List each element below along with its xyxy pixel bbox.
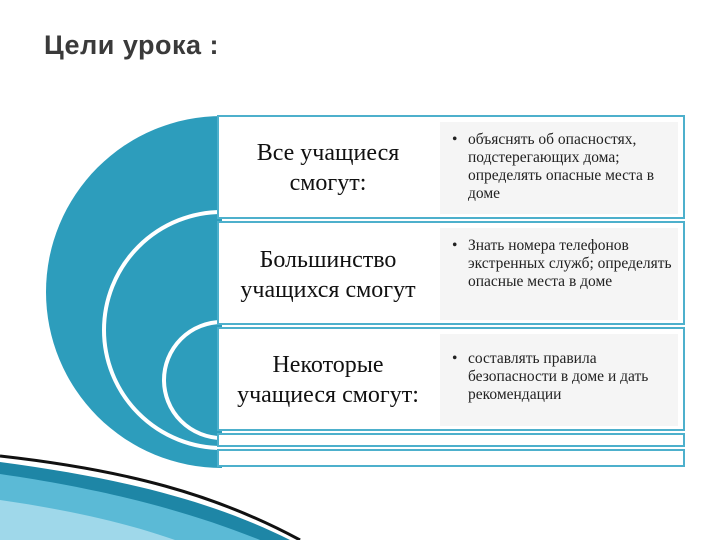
- bullet-item-1: объяснять об опасностях, подстерегающих …: [448, 131, 684, 203]
- row-label-1: Все учащиеся смогут:: [256, 140, 400, 196]
- inner-arc: [162, 320, 222, 440]
- bullet-list-3: составлять правила безопасности в доме и…: [448, 350, 684, 404]
- row-label-2: Большинство учащихся смогут: [240, 247, 416, 303]
- row-box-4: [217, 433, 685, 447]
- row-box-5: [217, 449, 685, 467]
- bullet-list-2: Знать номера телефонов экстренных служб;…: [448, 237, 684, 291]
- slide-title: Цели урока :: [44, 30, 219, 60]
- decorative-swoosh: [0, 454, 301, 540]
- nested-arcs: [46, 116, 222, 468]
- bullet-item-2: Знать номера телефонов экстренных служб;…: [448, 237, 684, 291]
- row-label-3: Некоторые учащиеся смогут:: [237, 352, 419, 408]
- bullet-item-3: составлять правила безопасности в доме и…: [448, 350, 684, 404]
- bullet-list-1: объяснять об опасностях, подстерегающих …: [448, 131, 684, 203]
